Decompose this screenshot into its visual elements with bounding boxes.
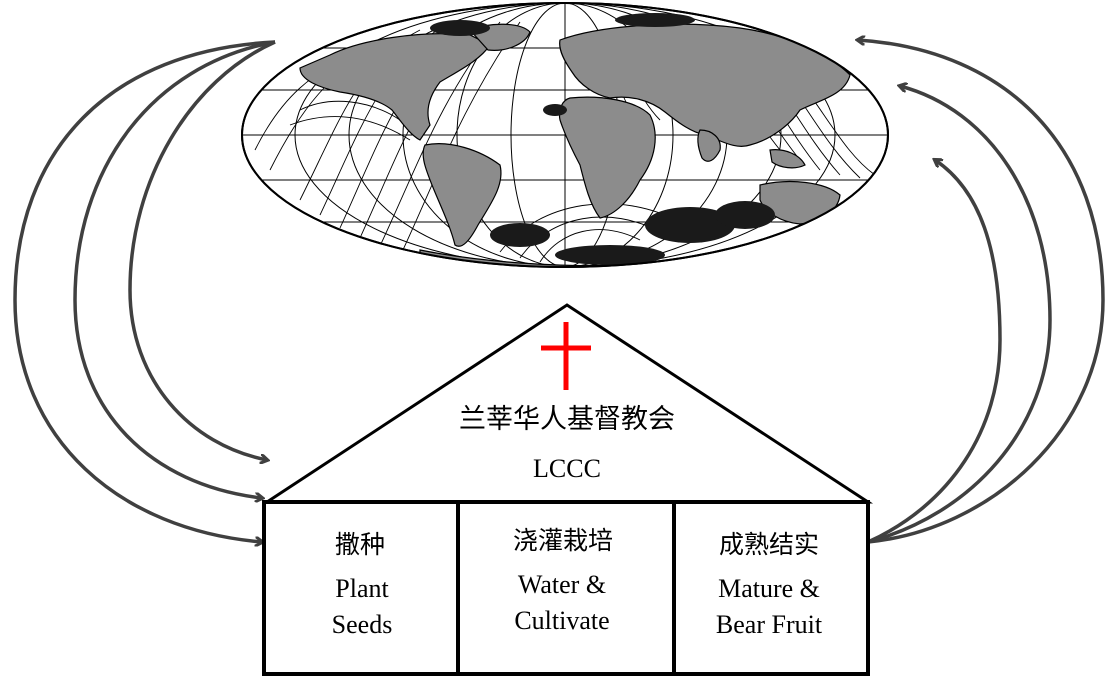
church-building: 兰莘华人基督教会 LCCC 撒种 Plant Seeds 浇灌栽培 Water … xyxy=(261,303,874,676)
left-arrow-inner xyxy=(128,40,276,460)
right-arrows xyxy=(858,40,1105,544)
left-arrow-outer xyxy=(13,40,276,542)
church-name-abbrev: LCCC xyxy=(533,454,601,483)
pillar-english-line2: Cultivate xyxy=(514,606,609,635)
pillar-english-line1: Water & xyxy=(518,570,606,599)
pillar-english-line2: Seeds xyxy=(332,610,393,639)
right-arrow-inner xyxy=(867,160,1002,544)
left-arrow-middle xyxy=(73,40,276,498)
pillar-mature-bear-fruit: 成熟结实 Mature & Bear Fruit xyxy=(716,530,823,639)
right-arrow-middle xyxy=(867,86,1052,544)
pillar-english-line2: Bear Fruit xyxy=(716,610,823,639)
church-name-chinese: 兰莘华人基督教会 xyxy=(459,404,675,435)
church-walls xyxy=(262,500,870,676)
pillar-chinese-label: 浇灌栽培 xyxy=(513,526,613,555)
cross-icon xyxy=(541,322,591,390)
pillar-english-line1: Mature & xyxy=(718,574,820,603)
pillar-chinese-label: 撒种 xyxy=(335,530,385,559)
pillar-plant-seeds: 撒种 Plant Seeds xyxy=(332,530,393,639)
right-arrow-outer xyxy=(858,40,1105,544)
pillar-english-line1: Plant xyxy=(335,574,389,603)
pillar-chinese-label: 成熟结实 xyxy=(719,530,819,559)
left-arrows xyxy=(13,40,276,542)
pillar-water-cultivate: 浇灌栽培 Water & Cultivate xyxy=(513,526,613,635)
world-map xyxy=(241,2,889,268)
dense-contour-regions xyxy=(430,13,775,265)
